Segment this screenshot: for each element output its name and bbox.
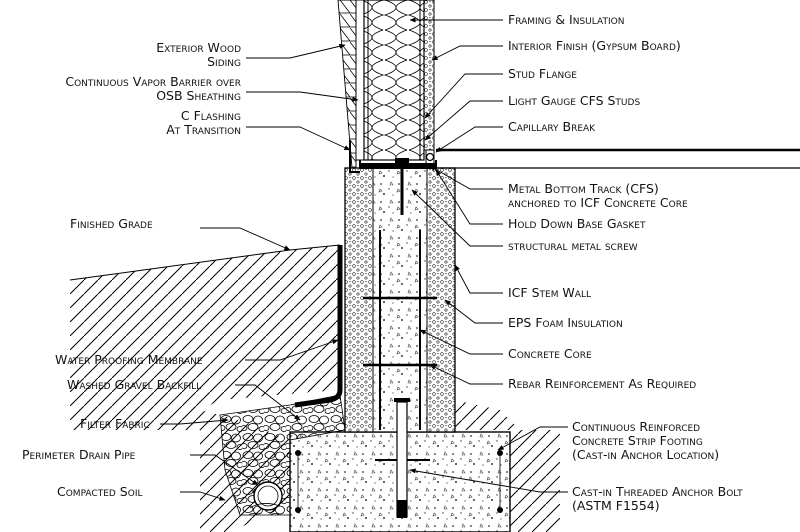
label-bottom-track: Metal Bottom Track (CFS) [508,181,659,196]
framed-wall [337,0,800,173]
icf-stem-wall [344,167,456,461]
label-filter-fabric: Filter Fabric [80,416,150,431]
perimeter-drain-pipe [249,481,283,511]
label-c-flashing: C Flashing [181,108,241,123]
label-icf-stem-wall: ICF Stem Wall [508,285,591,300]
label-interior-finish: Interior Finish (Gypsum Board) [508,38,681,53]
label-eps-foam: EPS Foam Insulation [508,315,623,330]
label-exterior-siding-2: Siding [207,54,241,69]
label-bottom-track-2: anchored to ICF Concrete Core [508,195,688,210]
right-labels: Framing & Insulation Interior Finish (Gy… [409,12,743,513]
label-vapor-barrier-2: OSB Sheathing [156,88,241,103]
label-hold-down-gasket: Hold Down Base Gasket [508,216,646,231]
label-waterproofing: Water Proofing Membrane [55,352,203,367]
label-strip-footing-2: Concrete Strip Footing [572,433,703,448]
label-strip-footing-3: (Cast-in Anchor Location) [572,447,719,462]
label-anchor-bolt-2: (ASTM F1554) [572,498,660,513]
label-gravel-backfill: Washed Gravel Backfill [67,377,201,392]
label-compacted-soil: Compacted Soil [57,484,143,499]
left-labels: Exterior Wood Siding Continuous Vapor Ba… [22,40,359,501]
label-stud-flange: Stud Flange [508,66,577,81]
label-drain-pipe: Perimeter Drain Pipe [22,447,136,462]
label-exterior-siding: Exterior Wood [156,40,241,55]
label-vapor-barrier: Continuous Vapor Barrier over [65,74,241,89]
label-anchor-bolt: Cast-in Threaded Anchor Bolt [572,484,743,499]
label-light-gauge-studs: Light Gauge CFS Studs [508,93,640,108]
label-strip-footing: Continuous Reinforced [572,419,700,434]
label-finished-grade: Finished Grade [70,216,153,231]
label-capillary-break: Capillary Break [508,119,596,134]
label-rebar: Rebar Reinforcement As Required [508,376,696,391]
label-metal-screw: structural metal screw [508,238,638,253]
label-concrete-core: Concrete Core [508,346,592,361]
waterproofing-membrane [294,245,344,408]
label-framing-insulation: Framing & Insulation [508,12,624,27]
label-c-flashing-2: At Transition [166,122,241,137]
